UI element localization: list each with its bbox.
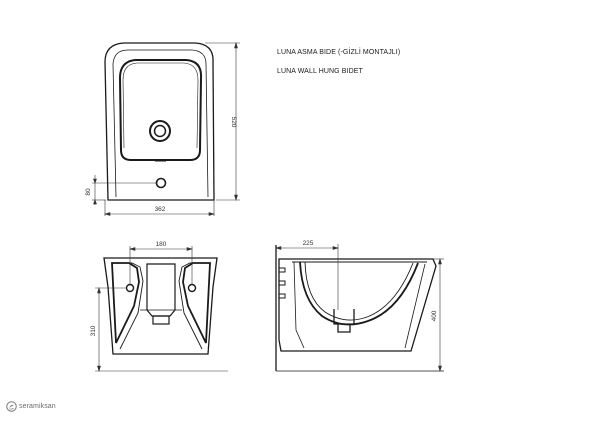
front-view-right-bracket [182,262,211,344]
brand-name: seramiksan [19,403,56,410]
side-view-bowl-outer [299,261,419,326]
dim-top-hole-offset-label: 80 [85,188,92,196]
top-view-drain-outer [149,120,171,142]
side-view-dimensions [274,244,444,373]
top-view-dimensions [92,41,240,216]
top-view-drain-inner [153,124,167,138]
product-title-en: LUNA WALL HUNG BIDET [277,68,363,75]
side-view-bowl-inner [304,261,414,321]
side-view-front-profile [404,263,426,349]
top-view-bowl-inner [122,62,199,149]
front-view-right-fixing-hole [187,283,197,293]
dim-top-width-label: 362 [155,206,166,213]
top-view-bowl-opening [118,59,203,161]
front-view-left-bracket [111,262,140,344]
brand-footer: seramiksan [6,401,56,412]
side-view-wall-fixings [278,267,286,299]
dim-front-height-label: 310 [90,325,97,336]
dim-top-height-label: 520 [230,117,237,128]
product-title-tr: LUNA ASMA BIDE (-GİZLİ MONTAJLI) [277,49,401,56]
top-view-outer-outline [104,42,215,201]
front-view-waste-outlet [152,315,170,325]
front-view-center-waste [146,263,176,317]
side-view-outer-outline [278,258,437,352]
front-view-outer-outline [103,257,218,355]
side-view-dimension-labels: 225 400 [303,240,438,321]
top-view-dimension-labels: 362 520 80 [85,117,237,213]
front-view-dimension-labels: 180 310 [90,241,167,336]
dim-side-height-label: 400 [431,310,438,321]
seramiksan-logo-icon [6,401,17,412]
top-view [104,42,215,201]
top-view-rim-line [112,49,209,198]
top-view-fixing-hole [155,177,167,189]
front-view-dimensions [95,246,228,373]
front-view-left-fixing-hole [125,283,135,293]
side-view-drain-outlet [337,324,351,333]
dim-side-depth-label: 225 [303,240,314,247]
side-view-inner-profile [293,261,305,349]
side-view [275,245,444,372]
front-view [103,257,218,355]
dim-front-hole-spacing-label: 180 [156,241,167,248]
side-view-drain [333,309,355,325]
